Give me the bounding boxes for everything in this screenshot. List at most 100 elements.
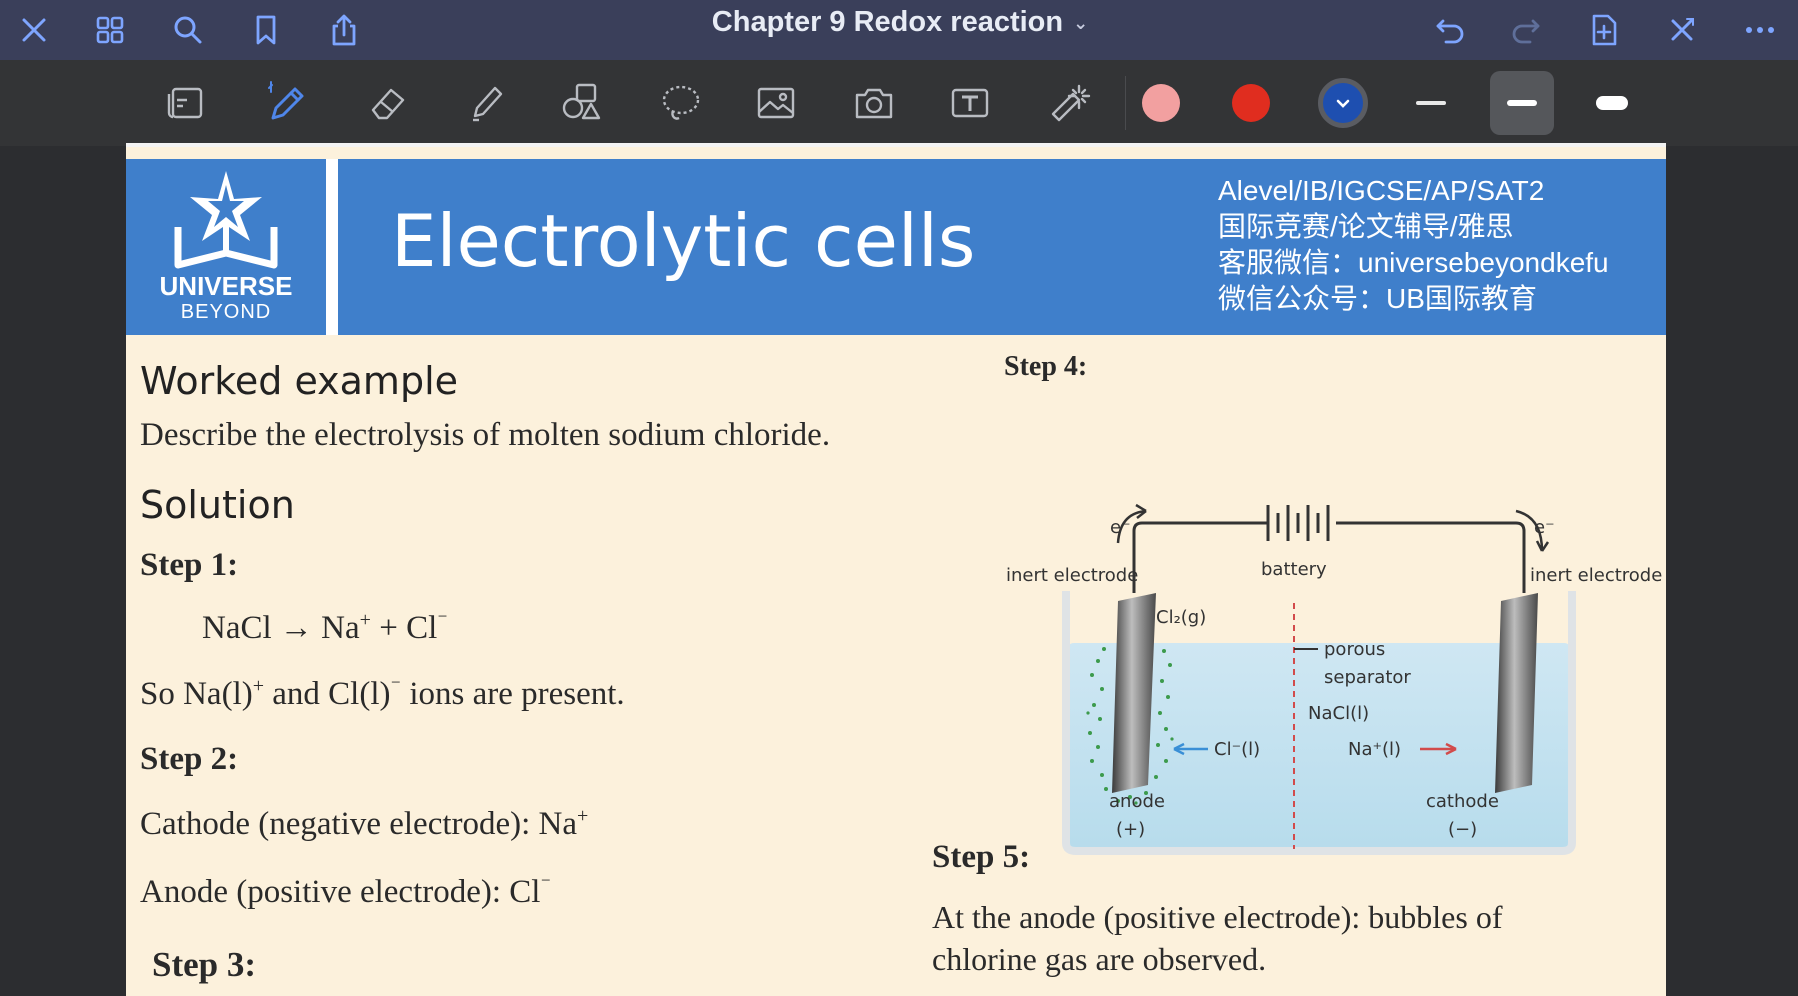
banner-divider	[326, 159, 338, 335]
wire-left	[1132, 521, 1268, 593]
stroke-width-thin[interactable]	[1399, 71, 1463, 135]
slide-title: Electrolytic cells	[391, 199, 976, 283]
close-icon[interactable]	[8, 0, 60, 60]
equation-cl: Cl	[406, 610, 438, 646]
share-icon[interactable]	[318, 0, 370, 60]
arrowhead-icon	[1173, 742, 1185, 756]
lasso-icon[interactable]	[650, 73, 710, 133]
image-icon[interactable]	[746, 73, 806, 133]
arrowhead-icon	[1535, 540, 1550, 552]
color-swatch-blue-selected[interactable]	[1318, 78, 1368, 128]
search-icon[interactable]	[162, 0, 214, 60]
color-swatch-red[interactable]	[1232, 84, 1270, 122]
laser-pointer-icon[interactable]	[1038, 73, 1098, 133]
grid-icon[interactable]	[84, 0, 136, 60]
wire-right	[1336, 521, 1526, 593]
ions-text-sup: ⁻	[390, 675, 402, 697]
anode-text-main: Anode (positive electrode): Cl	[140, 874, 541, 910]
page-view-icon[interactable]	[156, 73, 216, 133]
chlorine-bubbles	[1086, 647, 1174, 805]
slide-banner: UNIVERSE BEYOND Electrolytic cells Aleve…	[126, 159, 1666, 335]
label-battery: battery	[1261, 559, 1327, 580]
molten-salt	[1066, 643, 1572, 851]
ions-text-part: and Cl(l)	[264, 676, 391, 712]
page-top-edge	[126, 143, 1666, 147]
chevron-down-icon: ⌄	[1073, 13, 1089, 34]
ions-text-part: ions are present.	[401, 676, 625, 712]
highlighter-icon[interactable]	[456, 73, 516, 133]
banner-info-line: 国际竞赛/论文辅导/雅思	[1218, 211, 1514, 242]
equation-arrow: →	[279, 610, 313, 646]
equation: NaCl → Na+ + Cl⁻	[202, 607, 448, 647]
anode-electrode	[1112, 593, 1156, 793]
label-separator: separator	[1324, 667, 1411, 688]
close-edit-icon[interactable]	[1656, 0, 1708, 60]
label-sodium-ion: Na⁺(l)	[1348, 739, 1401, 760]
label-cathode-sign: (−)	[1448, 819, 1477, 840]
more-icon[interactable]	[1734, 0, 1786, 60]
annotation-toolbar	[0, 60, 1798, 146]
document-title: Chapter 9 Redox reaction	[711, 6, 1064, 38]
question-text: Describe the electrolysis of molten sodi…	[140, 417, 831, 453]
equation-cl-charge: ⁻	[437, 609, 448, 631]
shapes-icon[interactable]	[552, 73, 612, 133]
color-swatch-pink[interactable]	[1142, 84, 1180, 122]
document-title-dropdown[interactable]: Chapter 9 Redox reaction ⌄	[700, 0, 1100, 44]
label-inert-electrode-left: inert electrode	[1006, 565, 1138, 586]
label-molten-nacl: NaCl(l)	[1308, 703, 1369, 724]
arrowhead-icon	[1135, 503, 1147, 519]
document-page[interactable]: UNIVERSE BEYOND Electrolytic cells Aleve…	[126, 143, 1666, 996]
pen-icon[interactable]	[256, 73, 316, 133]
chevron-down-icon	[1336, 99, 1350, 108]
equation-na-charge: +	[359, 609, 371, 631]
ions-text-part: So Na(l)	[140, 676, 253, 712]
worked-example-heading: Worked example	[140, 359, 459, 403]
equation-na: Na	[321, 610, 360, 646]
banner-info-line: Alevel/IB/IGCSE/AP/SAT2	[1218, 175, 1545, 206]
electron-arrow-left	[1116, 509, 1147, 544]
label-inert-electrode-right: inert electrode	[1530, 565, 1662, 586]
camera-icon[interactable]	[844, 73, 904, 133]
stroke-width-medium[interactable]	[1490, 71, 1554, 135]
label-cathode: cathode	[1426, 791, 1499, 812]
label-anode: anode	[1109, 791, 1165, 812]
equation-reactant: NaCl	[202, 610, 272, 646]
step2-label: Step 2:	[140, 741, 239, 777]
anode-text: Anode (positive electrode): Cl⁻	[140, 871, 551, 911]
toolbar-separator	[1125, 76, 1126, 130]
equation-plus: +	[379, 610, 398, 646]
step1-label: Step 1:	[140, 547, 239, 583]
label-anode-sign: (+)	[1116, 819, 1145, 840]
cathode-text-sup: +	[577, 805, 589, 827]
add-page-icon[interactable]	[1578, 0, 1630, 60]
step5-text-line2: chlorine gas are observed.	[932, 941, 1267, 977]
step3-label: Step 3:	[152, 945, 257, 984]
universe-beyond-logo-icon	[174, 171, 278, 269]
redo-icon[interactable]	[1500, 0, 1552, 60]
electron-arrow-right	[1515, 509, 1544, 552]
logo-name-line1: UNIVERSE	[159, 271, 293, 301]
banner-info-line: 客服微信：universebeyondkefu	[1218, 247, 1609, 278]
undo-icon[interactable]	[1424, 0, 1476, 60]
banner-info-line: 微信公众号：UB国际教育	[1218, 283, 1537, 314]
ions-present-text: So Na(l)+ and Cl(l)⁻ ions are present.	[140, 673, 625, 713]
text-icon[interactable]	[940, 73, 1000, 133]
battery-symbol	[1266, 505, 1330, 541]
label-electron-right: e⁻	[1534, 517, 1555, 538]
cathode-text-main: Cathode (negative electrode): Na	[140, 806, 578, 842]
arrowhead-icon	[1445, 742, 1457, 756]
beaker	[1062, 591, 1576, 855]
step4-label: Step 4:	[1004, 351, 1088, 382]
stroke-width-thick[interactable]	[1580, 71, 1644, 135]
logo-name-line2: BEYOND	[180, 301, 272, 323]
step5-label: Step 5:	[932, 839, 1031, 875]
banner-contact-info: Alevel/IB/IGCSE/AP/SAT2 国际竞赛/论文辅导/雅思 客服微…	[1218, 173, 1609, 317]
bookmark-icon[interactable]	[240, 0, 292, 60]
cathode-electrode	[1495, 593, 1538, 793]
label-chlorine-gas: Cl₂(g)	[1156, 607, 1206, 628]
electrolysis-diagram: e⁻ e⁻ battery inert electrode inert elec…	[1006, 503, 1662, 855]
step5-text-line1: At the anode (positive electrode): bubbl…	[932, 899, 1503, 935]
cathode-text: Cathode (negative electrode): Na+	[140, 805, 588, 843]
eraser-icon[interactable]	[358, 73, 418, 133]
ions-text-sup: +	[252, 675, 265, 697]
